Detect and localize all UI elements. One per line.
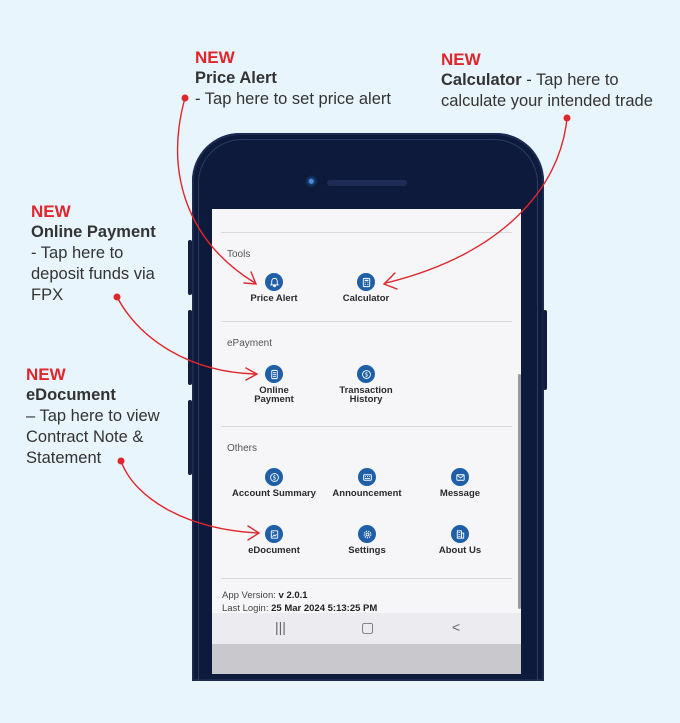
calculator-button[interactable]: Calculator	[321, 273, 411, 303]
callout-desc: - Tap here to calculate your intended tr…	[441, 71, 653, 110]
item-label: Online Payment	[254, 385, 294, 405]
new-badge: NEW	[195, 48, 235, 67]
last-login-value: 25 Mar 2024 5:13:25 PM	[271, 603, 378, 614]
phone-side-button	[188, 310, 192, 385]
edocument-button[interactable]: eDocument	[229, 525, 319, 555]
envelope-icon	[451, 468, 469, 486]
dollar-icon: $	[265, 468, 283, 486]
calculator-icon	[357, 273, 375, 291]
gear-icon	[358, 525, 376, 543]
speaker-grille	[327, 180, 407, 186]
callout-title: Calculator	[441, 71, 522, 89]
last-login: Last Login: 25 Mar 2024 5:13:25 PM	[222, 603, 377, 614]
dollar-icon: $	[357, 365, 375, 383]
arrow-dot	[181, 94, 189, 102]
scrollbar[interactable]	[518, 374, 521, 609]
app-screen: Tools Price Alert Calculator ePayment On…	[212, 209, 521, 674]
card-icon	[265, 365, 283, 383]
price-alert-button[interactable]: Price Alert	[229, 273, 319, 303]
callout-title: Price Alert	[195, 69, 277, 87]
callout-title: Online Payment	[31, 223, 156, 241]
item-label: Account Summary	[232, 488, 316, 499]
svg-text:$: $	[364, 371, 368, 378]
building-icon	[451, 525, 469, 543]
phone-side-button	[188, 240, 192, 295]
phone-side-button	[188, 400, 192, 475]
callout-price-alert: NEW Price Alert - Tap here to set price …	[195, 47, 455, 110]
message-button[interactable]: Message	[415, 468, 505, 498]
item-label: About Us	[438, 545, 482, 556]
account-summary-button[interactable]: $ Account Summary	[229, 468, 319, 498]
section-title-others: Others	[227, 443, 258, 454]
about-us-button[interactable]: About Us	[415, 525, 505, 555]
settings-button[interactable]: Settings	[322, 525, 412, 555]
callout-desc: - Tap here to set price alert	[195, 90, 391, 108]
transaction-history-button[interactable]: $ Transaction History	[321, 365, 411, 404]
new-badge: NEW	[441, 50, 481, 69]
item-label: Transaction History	[339, 385, 393, 405]
item-label: Message	[439, 488, 481, 499]
screen-bottom-band	[212, 644, 521, 674]
item-label: Calculator	[342, 293, 390, 304]
callout-title: eDocument	[26, 386, 116, 404]
app-version-label: App Version:	[222, 590, 276, 601]
callout-desc: – Tap here to view Contract Note & State…	[26, 407, 160, 467]
item-label: eDocument	[248, 545, 300, 556]
phone-power-button	[543, 310, 547, 390]
item-label: Settings	[348, 545, 386, 556]
online-payment-button[interactable]: Online Payment	[229, 365, 319, 404]
divider	[221, 578, 512, 579]
camera-icon	[305, 175, 319, 189]
new-badge: NEW	[26, 365, 66, 384]
announcement-button[interactable]: Announcement	[322, 468, 412, 498]
section-title-tools: Tools	[227, 249, 251, 260]
app-version: App Version: v 2.0.1	[222, 590, 308, 601]
arrow-dot	[563, 114, 571, 122]
svg-text:$: $	[272, 474, 276, 481]
callout-calculator: NEW Calculator - Tap here to calculate y…	[441, 49, 676, 112]
callout-desc: - Tap here to deposit funds via FPX	[31, 244, 155, 304]
callout-online-payment: NEW Online Payment - Tap here to deposit…	[31, 201, 181, 306]
recent-apps-icon[interactable]: |||	[275, 619, 286, 635]
item-label: Price Alert	[250, 293, 298, 304]
divider	[221, 232, 512, 233]
callout-edocument: NEW eDocument – Tap here to view Contrac…	[26, 364, 191, 469]
back-icon[interactable]: <	[452, 619, 461, 635]
home-icon[interactable]: ▢	[361, 619, 375, 635]
divider	[221, 426, 512, 427]
bell-icon	[265, 273, 283, 291]
keyboard-icon	[358, 468, 376, 486]
section-title-epayment: ePayment	[227, 338, 273, 349]
item-label: Announcement	[332, 488, 402, 499]
app-version-value: v 2.0.1	[278, 590, 308, 601]
last-login-label: Last Login:	[222, 603, 269, 614]
new-badge: NEW	[31, 202, 71, 221]
android-nav-bar	[212, 613, 521, 644]
document-icon	[265, 525, 283, 543]
divider	[221, 321, 512, 322]
